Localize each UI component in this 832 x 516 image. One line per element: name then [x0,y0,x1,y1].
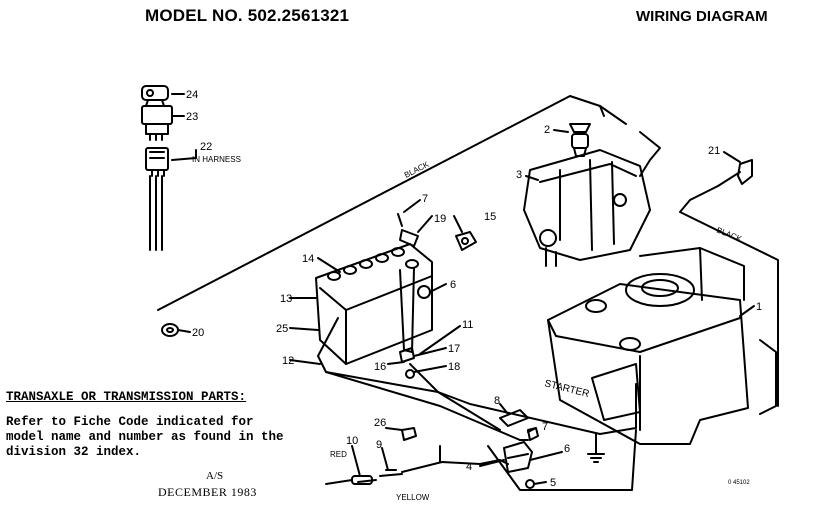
notes-line-1: Refer to Fiche Code indicated for [6,415,254,429]
label-6: 6 [450,279,456,291]
label-24: 24 [186,89,198,101]
label-6b: 6 [564,443,570,455]
notes-line-2: model name and number as found in the [6,430,284,444]
label-5: 5 [550,477,556,489]
label-3: 3 [516,169,522,181]
label-14: 14 [302,253,314,265]
label-26: 26 [374,417,386,429]
label-18: 18 [448,361,460,373]
label-25: 25 [276,323,288,335]
ground-icon [587,433,605,463]
grommet-icon [161,323,179,337]
transmission-icon [523,149,651,267]
label-10: 10 [346,435,358,447]
harness-plug-icon [145,147,169,177]
label-9: 9 [376,439,382,451]
label-11: 11 [462,319,473,331]
engine-icon [547,247,777,445]
model-number: MODEL NO. 502.2561321 [145,6,350,25]
label-7b: 7 [542,421,548,433]
wire-label-red: RED [330,450,347,459]
label-7a: 7 [422,193,428,205]
ignition-switch-icon [141,105,173,141]
notes-line-3: division 32 index. [6,445,142,459]
label-20: 20 [192,327,204,339]
wire-label-black-top: BLACK [403,160,431,180]
connector-21-icon [717,159,753,187]
revision-date: DECEMBER 1983 [158,485,257,499]
wire-label-starter: STARTER [543,378,590,400]
battery-icon [315,243,433,365]
bushing-15-icon [455,231,477,251]
revision-code: A/S [206,470,224,482]
ignition-key-icon [141,85,169,107]
solenoid-icon [569,123,591,157]
label-19: 19 [434,213,446,225]
wire-label-black-right: BLACK [715,226,743,244]
label-15: 15 [484,211,496,223]
fuse-8-icon [499,409,529,427]
label-in-harness: IN HARNESS [192,155,241,164]
label-12: 12 [282,355,294,367]
label-16: 16 [374,361,386,373]
label-21: 21 [708,145,720,157]
wire-label-yellow: YELLOW [396,493,430,502]
label-22: 22 [200,141,212,153]
page-title: WIRING DIAGRAM [636,8,768,25]
label-8: 8 [494,395,500,407]
notes-heading: TRANSAXLE OR TRANSMISSION PARTS: [6,390,247,404]
label-17: 17 [448,343,460,355]
label-4: 4 [466,461,472,473]
label-1: 1 [756,301,762,313]
label-13: 13 [280,293,292,305]
switch-4-icon [503,441,535,489]
label-23: 23 [186,111,198,123]
label-2: 2 [544,124,550,136]
figure-code: 0 45102 [728,480,750,486]
